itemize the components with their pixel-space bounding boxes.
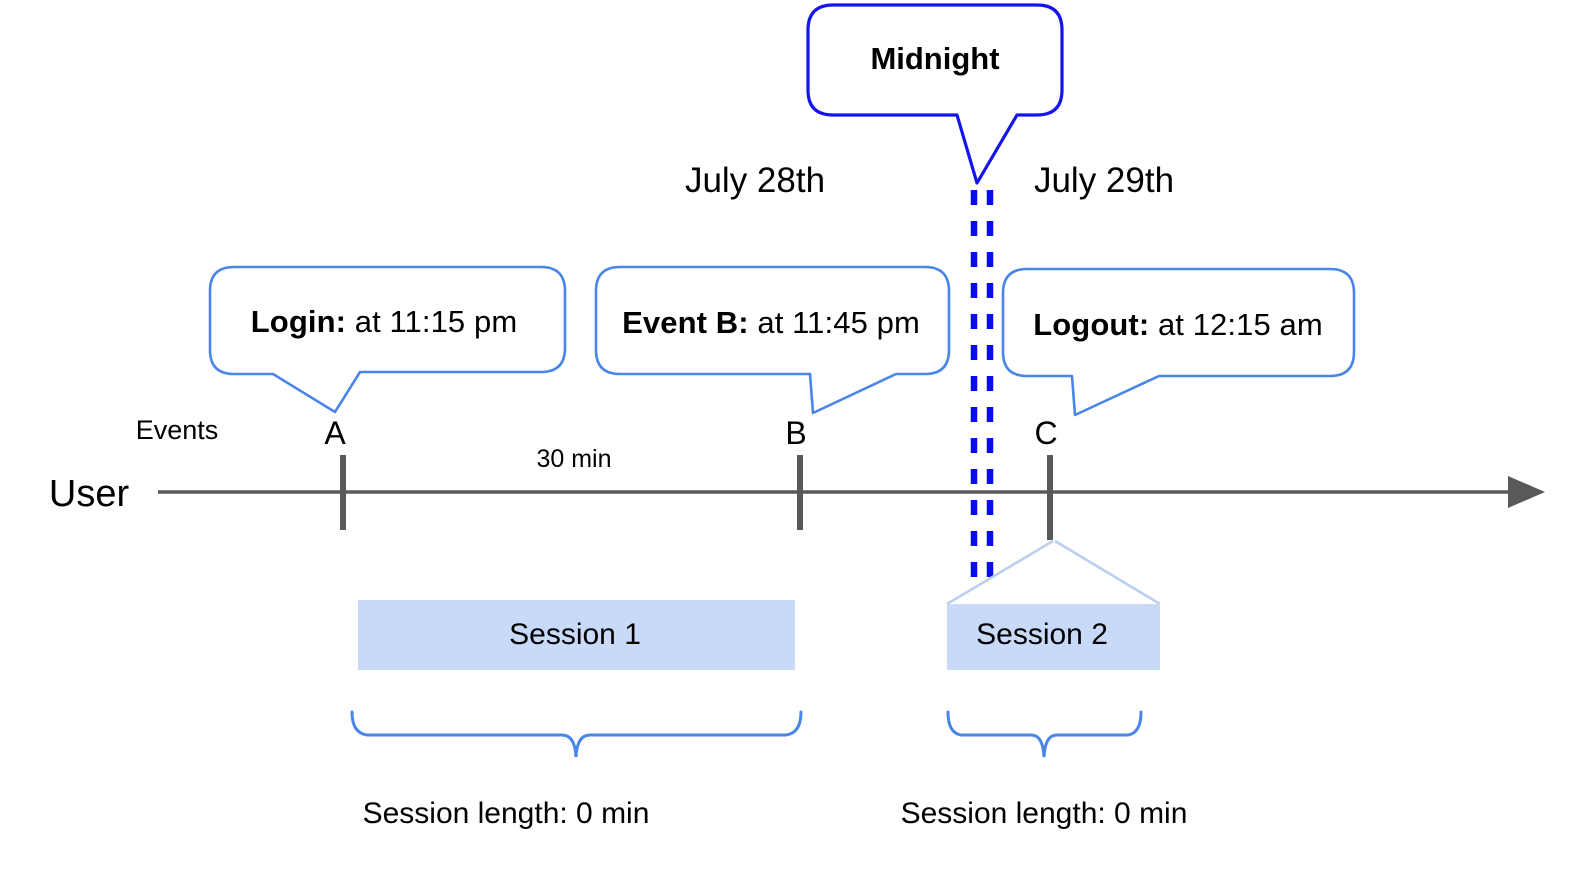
event-letter-a: A	[324, 415, 346, 451]
midnight-divider-lines	[970, 190, 994, 582]
callout-a-time: at 11:15 pm	[346, 304, 518, 339]
session-1-bar	[358, 600, 795, 670]
event-letter-b: B	[785, 415, 807, 451]
callout-a-text: Login: at 11:15 pm	[251, 306, 518, 337]
session-1-length-label: Session length: 0 min	[362, 797, 650, 830]
event-letter-c: C	[1034, 415, 1058, 451]
date-label-july-28: July 28th	[684, 161, 826, 200]
callout-c-event-label: Logout:	[1033, 307, 1150, 342]
callout-a-shape	[208, 265, 567, 414]
lane-label-user: User	[48, 473, 130, 515]
lane-label-events: Events	[135, 415, 219, 445]
session-2-length-label: Session length: 0 min	[900, 797, 1188, 830]
callout-a-event-label: Login:	[250, 304, 347, 339]
timeline-axis	[158, 476, 1545, 508]
session-2-label: Session 2	[976, 618, 1108, 651]
callout-c-text: Logout: at 12:15 am	[1033, 309, 1323, 340]
callout-c-time: at 12:15 am	[1149, 307, 1323, 342]
callout-b-time: at 11:45 pm	[748, 305, 920, 340]
callout-c-shape	[1001, 267, 1356, 417]
session-2-brace	[946, 710, 1143, 758]
duration-label-a-to-b: 30 min	[536, 445, 612, 473]
callout-b-shape	[594, 265, 951, 415]
session-2-bar	[947, 604, 1160, 670]
date-label-july-29: July 29th	[1033, 161, 1175, 200]
callout-b-text: Event B: at 11:45 pm	[622, 307, 920, 338]
midnight-label: Midnight	[870, 41, 1000, 76]
session-1-label: Session 1	[509, 618, 641, 651]
session-1-brace	[350, 710, 803, 758]
session2-connector-lines	[946, 539, 1161, 606]
midnight-callout-shape	[806, 3, 1064, 185]
callout-b-event-label: Event B:	[622, 305, 749, 340]
event-ticks	[340, 455, 1053, 540]
